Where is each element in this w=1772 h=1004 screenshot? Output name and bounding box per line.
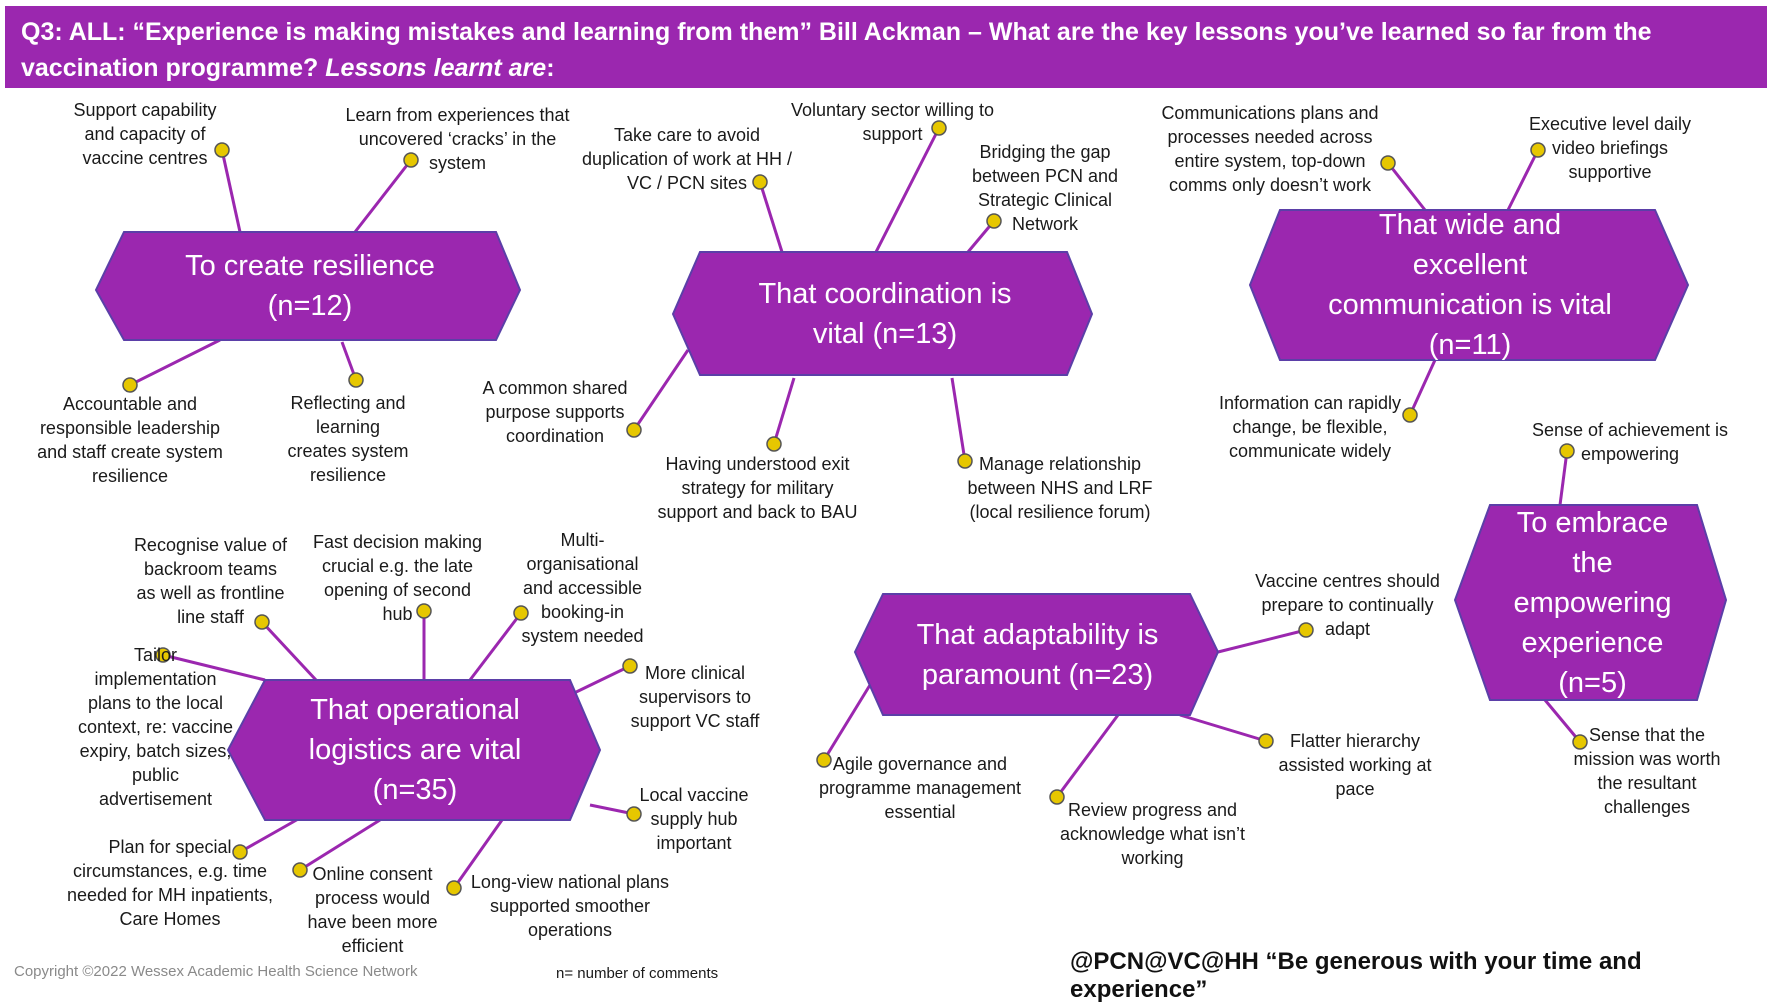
- dot-c3: [986, 213, 1002, 229]
- theme-hex-coordination: [671, 251, 1094, 376]
- theme-hex-resilience: [94, 231, 522, 341]
- lesson-exit-strategy: Having understood exit strategy for mili…: [657, 454, 858, 522]
- dot-e1: [1559, 443, 1575, 459]
- lesson-sense-achievement: Sense of achievement is empowering: [1531, 420, 1729, 464]
- dot-r1: [214, 142, 230, 158]
- dot-c5: [766, 436, 782, 452]
- legend-note: n= number of comments: [556, 965, 719, 982]
- lesson-clinical-supervisors: More clinical supervisors to support VC …: [630, 663, 760, 731]
- dot-a1: [1298, 622, 1314, 638]
- dot-c2: [931, 120, 947, 136]
- lesson-voluntary-sector: Voluntary sector willing to support: [790, 100, 995, 144]
- dot-c4: [626, 422, 642, 438]
- dot-w2: [1530, 142, 1546, 158]
- lesson-executive-briefings: Executive level daily video briefings su…: [1528, 114, 1692, 182]
- dot-o6: [626, 806, 642, 822]
- title-colon: :: [546, 54, 555, 82]
- lesson-common-purpose: A common shared purpose supports coordin…: [482, 378, 628, 446]
- title-text: Q3: ALL: “Experience is making mistakes …: [21, 18, 1652, 82]
- lesson-booking-system: Multi- organisational and accessible boo…: [521, 530, 644, 646]
- dot-o2: [416, 603, 432, 619]
- lesson-accountable-leadership: Accountable and responsible leadership a…: [37, 394, 223, 486]
- lesson-review-progress: Review progress and acknowledge what isn…: [1059, 800, 1246, 868]
- copyright-notice: Copyright ©2022 Wessex Academic Health S…: [14, 963, 418, 980]
- lesson-mission-worth: Sense that the mission was worth the res…: [1573, 725, 1721, 817]
- dot-o4: [155, 647, 171, 663]
- lesson-agile-governance: Agile governance and programme managemen…: [818, 754, 1022, 822]
- theme-hex-operational: [226, 679, 602, 821]
- lesson-tailor-implementation: Tailor implementation plans to the local…: [77, 645, 234, 809]
- lesson-manage-relationship: Manage relationship between NHS and LRF …: [967, 454, 1153, 522]
- dot-o8: [292, 862, 308, 878]
- lesson-flatter-hierarchy: Flatter hierarchy assisted working at pa…: [1278, 731, 1432, 799]
- lesson-information-change: Information can rapidly change, be flexi…: [1218, 393, 1402, 461]
- lesson-bridging-gap: Bridging the gap between PCN and Strateg…: [971, 142, 1119, 234]
- lesson-comms-plans: Communications plans and processes neede…: [1161, 103, 1379, 195]
- theme-operational: That operational logistics are vital (n=…: [308, 694, 522, 806]
- dot-r4: [348, 372, 364, 388]
- dot-a3: [1049, 789, 1065, 805]
- lesson-support-capability: Support capability and capacity of vacci…: [73, 100, 217, 168]
- dot-o9: [446, 880, 462, 896]
- theme-hex-adaptability: [853, 593, 1220, 716]
- lesson-continually-adapt: Vaccine centres should prepare to contin…: [1255, 571, 1440, 639]
- lesson-supply-hub: Local vaccine supply hub important: [639, 785, 749, 853]
- dot-o7: [232, 844, 248, 860]
- dot-r2: [403, 152, 419, 168]
- dot-o1: [254, 614, 270, 630]
- lesson-special-circumstances: Plan for special circumstances, e.g. tim…: [66, 837, 274, 929]
- theme-adaptability: That adaptability is paramount (n=23): [916, 618, 1159, 691]
- dot-a4: [1258, 733, 1274, 749]
- theme-hex-empowering: [1453, 504, 1728, 701]
- lesson-online-consent: Online consent process would have been m…: [307, 864, 438, 956]
- dot-r3: [122, 377, 138, 393]
- dot-o3: [513, 605, 529, 621]
- dot-c6: [957, 453, 973, 469]
- title-italic: Lessons learnt are: [325, 54, 547, 82]
- lesson-avoid-duplication: Take care to avoid duplication of work a…: [581, 125, 793, 193]
- lesson-learn-from-experiences: Learn from experiences that uncovered ‘c…: [345, 105, 570, 173]
- theme-resilience: To create resilience (n=12): [185, 250, 435, 322]
- dot-c1: [752, 174, 768, 190]
- slide-title: Q3: ALL: “Experience is making mistakes …: [5, 6, 1767, 88]
- lesson-backroom-teams: Recognise value of backroom teams as wel…: [133, 535, 288, 627]
- dot-w3: [1402, 407, 1418, 423]
- lesson-fast-decisions: Fast decision making crucial e.g. the la…: [312, 532, 483, 624]
- lesson-long-view-plans: Long-view national plans supported smoot…: [470, 872, 670, 940]
- dot-w1: [1380, 155, 1396, 171]
- dot-o5: [622, 658, 638, 674]
- dot-e2: [1572, 734, 1588, 750]
- theme-empowering: To embrace the empowering experience (n=…: [1513, 506, 1672, 699]
- theme-coordination: That coordination is vital (n=13): [758, 277, 1012, 350]
- tagline: @PCN@VC@HH “Be generous with your time a…: [1070, 948, 1642, 1003]
- theme-hex-communication: [1248, 209, 1690, 361]
- theme-communication: That wide and excellent communication is…: [1328, 209, 1612, 361]
- dot-a2: [816, 752, 832, 768]
- lesson-reflecting-learning: Reflecting and learning creates system r…: [287, 393, 409, 485]
